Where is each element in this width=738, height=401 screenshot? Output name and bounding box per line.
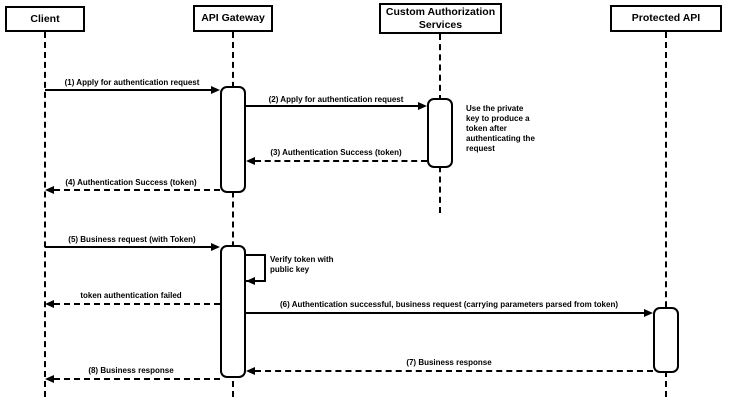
message-arrow-5	[45, 246, 212, 248]
arrowhead-left-icon	[246, 367, 255, 375]
activation-api-gateway-auth	[220, 86, 246, 193]
actor-label-custom-authorization-services: Custom Authorization Services	[385, 6, 496, 31]
message-arrow-6	[246, 312, 644, 314]
message-arrow-4	[54, 189, 220, 191]
arrowhead-right-icon	[644, 309, 653, 317]
message-arrow-2	[246, 105, 419, 107]
activation-api-gateway-business	[220, 245, 246, 378]
lifeline-api-gateway	[232, 32, 234, 397]
actor-box-custom-authorization-services: Custom Authorization Services	[379, 3, 502, 34]
arrowhead-left-icon	[246, 277, 255, 285]
lifeline-protected-api	[665, 32, 667, 397]
lifeline-client	[44, 32, 46, 397]
message-label-5: (5) Business request (with Token)	[68, 235, 196, 244]
actor-label-protected-api: Protected API	[631, 12, 701, 25]
activation-protected-api	[653, 307, 679, 373]
actor-box-api-gateway: API Gateway	[193, 5, 273, 32]
message-label-6: (6) Authentication successful, business …	[279, 300, 619, 309]
actor-label-client: Client	[30, 12, 60, 25]
message-arrow-8	[54, 378, 220, 380]
message-label-7: (7) Business response	[406, 358, 492, 367]
self-message-loop	[246, 254, 266, 282]
note-private-key: Use the private key to produce a token a…	[466, 104, 535, 153]
arrowhead-right-icon	[211, 86, 220, 94]
actor-box-protected-api: Protected API	[610, 5, 722, 32]
arrowhead-left-icon	[246, 157, 255, 165]
message-label-8: (8) Business response	[88, 366, 174, 375]
self-message-label: Verify token with public key	[270, 255, 334, 275]
message-arrow-1	[45, 89, 212, 91]
message-arrow-3	[255, 160, 427, 162]
message-label-token-failed: token authentication failed	[80, 291, 182, 300]
activation-custom-authorization-services	[427, 98, 453, 168]
message-arrow-token-failed	[54, 303, 220, 305]
message-label-4: (4) Authentication Success (token)	[65, 178, 197, 187]
message-label-1: (1) Apply for authentication request	[64, 78, 200, 87]
arrowhead-left-icon	[45, 186, 54, 194]
actor-box-client: Client	[5, 6, 85, 32]
arrowhead-left-icon	[45, 300, 54, 308]
actor-label-api-gateway: API Gateway	[201, 12, 265, 25]
arrowhead-left-icon	[45, 375, 54, 383]
arrowhead-right-icon	[418, 102, 427, 110]
message-arrow-7	[255, 370, 653, 372]
arrowhead-right-icon	[211, 243, 220, 251]
message-label-3: (3) Authentication Success (token)	[270, 148, 402, 157]
message-label-2: (2) Apply for authentication request	[268, 95, 404, 104]
